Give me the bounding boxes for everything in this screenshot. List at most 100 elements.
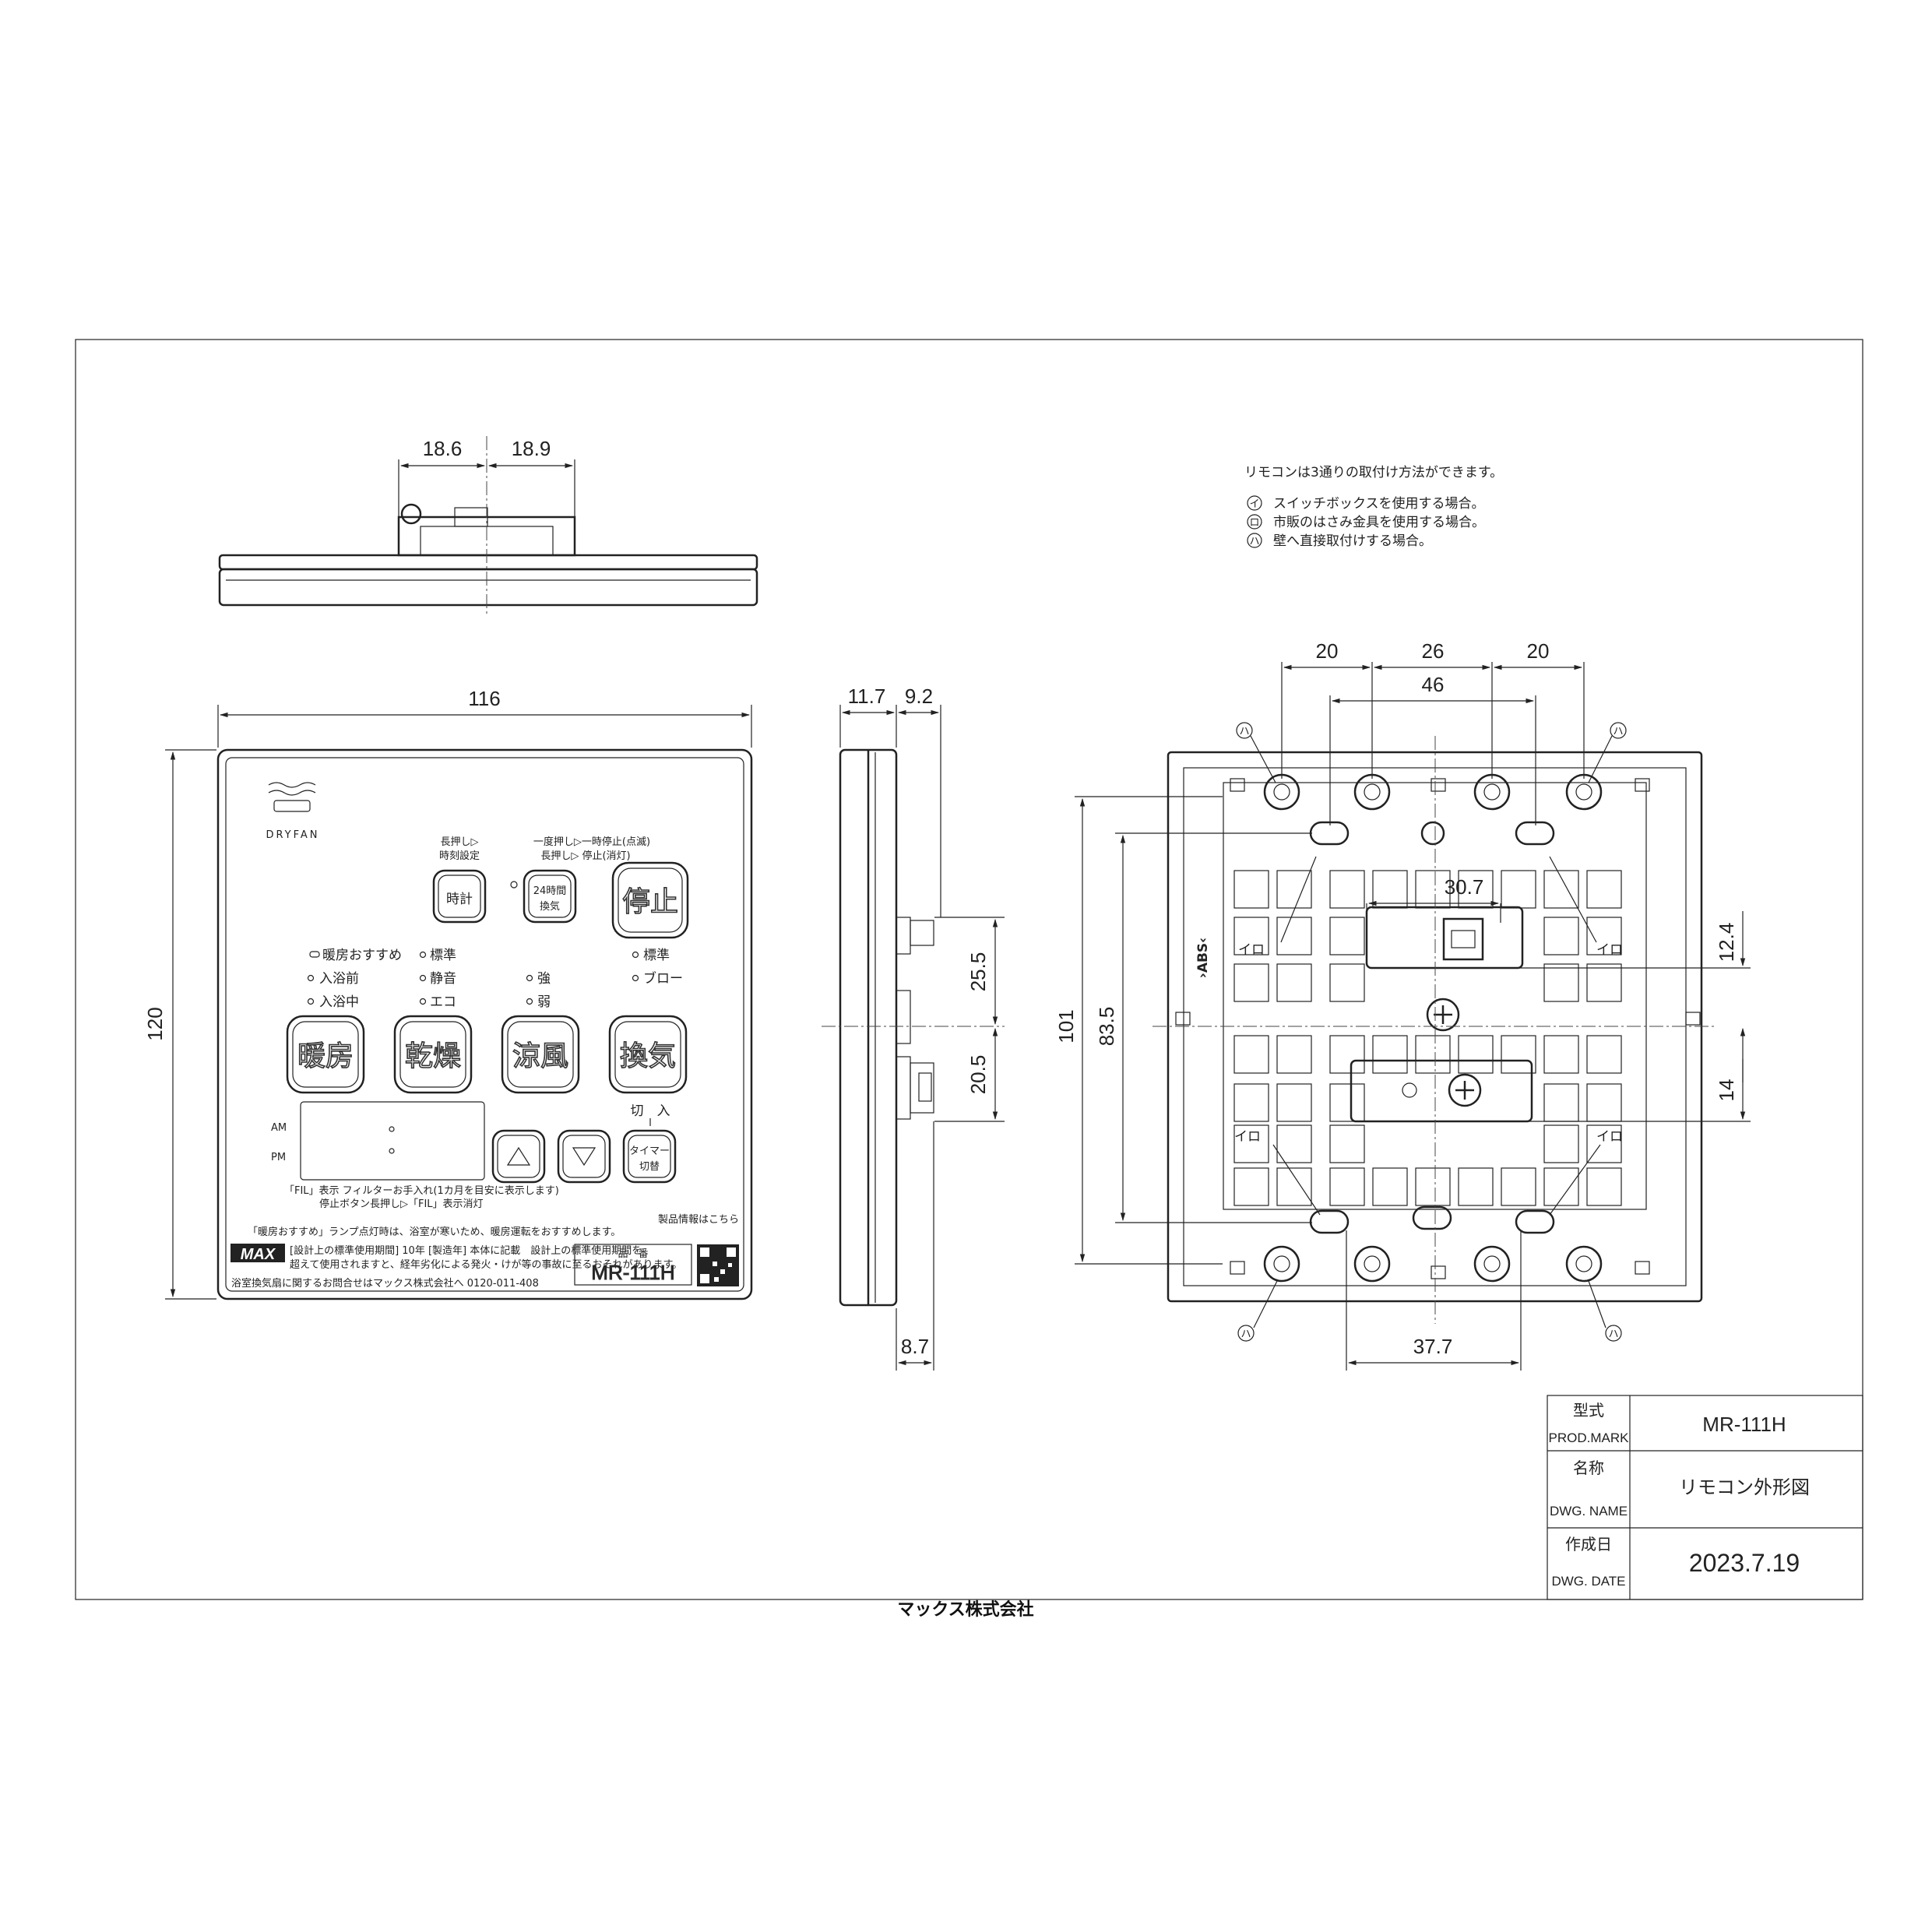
lamp-eco: エコ: [430, 994, 456, 1010]
grid-cell: [1233, 963, 1269, 1002]
lamp-blow: ブロー: [643, 970, 683, 987]
lamp-before-bath: 入浴前: [319, 971, 359, 987]
dim-back-30-7: 30.7: [1445, 875, 1484, 899]
clip-tab: [1230, 1261, 1245, 1275]
recommend-note: 「暖房おすすめ」ランプ点灯時は、浴室が寒いため、暖房運転をおすすめします。: [248, 1226, 621, 1238]
slot-top-right: [1515, 821, 1555, 846]
name-label: 名称: [1573, 1459, 1604, 1477]
dim-25-5: 25.5: [966, 952, 990, 992]
grid-cell: [1329, 1167, 1365, 1206]
mounting-hole: [1575, 1255, 1592, 1272]
grid-cell: [1329, 1035, 1365, 1074]
slot-bottom-center: [1412, 1205, 1452, 1230]
name-value: リモコン外形図: [1679, 1477, 1810, 1498]
dim-116: 116: [468, 687, 500, 710]
mounting-hole: [1565, 773, 1603, 811]
grid-cell: [1329, 1083, 1365, 1122]
lamp-labels: 暖房おすすめ 標準 入浴前 静音 強 標準 入浴中 エコ 弱 ブロー: [307, 948, 683, 1010]
name-label-en: DWG. NAME: [1550, 1504, 1628, 1519]
clip-tab: [1230, 778, 1245, 792]
label-line-3: 浴室換気扇に関するお問合せはマックス株式会社へ 0120-011-408: [231, 1277, 539, 1290]
front-view: 116 120 DRYFAN 長押し▷ 時刻設定 一度押し▷一時停止(点滅) 長…: [143, 687, 753, 1300]
grid-cell: [1501, 870, 1536, 909]
top-view: 18.6 18.9: [218, 436, 758, 615]
clip-tab: [1685, 1012, 1701, 1026]
slot-top-left: [1309, 821, 1350, 846]
vent-button[interactable]: 換気: [608, 1015, 688, 1094]
side-view: 11.7 9.2 25.5 20.5 8.7: [822, 684, 1005, 1371]
dim-back-46: 46: [1422, 673, 1445, 696]
dryfan-logo-icon: [268, 782, 316, 812]
leader-iro-3: イロ: [1234, 1129, 1261, 1145]
mounting-hole: [1273, 783, 1290, 801]
dry-button-label: 乾燥: [405, 1040, 461, 1072]
leader-labels: ハ ハ ハ ハ イロ イロ イロ イロ: [1234, 722, 1627, 1342]
date-label-en: DWG. DATE: [1551, 1574, 1625, 1589]
clock-button[interactable]: 時計: [432, 869, 487, 924]
mounting-hole: [1364, 783, 1381, 801]
product-number-box: [574, 1244, 692, 1286]
grid-cell: [1329, 917, 1365, 955]
note-mark-ha: ハ: [1249, 536, 1259, 547]
note-mark-ro: ロ: [1249, 517, 1259, 529]
grid-cell: [1276, 870, 1312, 909]
leader-iro-1: イロ: [1238, 942, 1265, 958]
dim-back-20a: 20: [1316, 639, 1339, 663]
long-press-stop-text: 長押し▷ 停止(消灯): [540, 850, 630, 862]
grid-cell: [1233, 1167, 1269, 1206]
heat-button[interactable]: 暖房: [286, 1015, 365, 1094]
grid-cell: [1458, 1167, 1494, 1206]
grid-cell: [1586, 917, 1622, 955]
grid-cell: [1276, 917, 1312, 955]
lamp-strong: 強: [537, 971, 551, 987]
up-button[interactable]: [491, 1129, 546, 1184]
mounting-hole: [1364, 1255, 1381, 1272]
clock-button-label: 時計: [446, 892, 473, 907]
clip-tab: [1431, 1265, 1446, 1279]
long-press-clock: 長押し▷: [441, 836, 479, 848]
grid-cell: [1372, 870, 1408, 909]
drawing-frame: [75, 339, 1863, 1600]
stop-button[interactable]: 停止: [611, 861, 689, 939]
grid-cell: [1586, 870, 1622, 909]
timer-switch-button[interactable]: タイマー 切替: [622, 1129, 677, 1184]
clip-tab: [1175, 1012, 1191, 1026]
down-button[interactable]: [557, 1129, 611, 1184]
lamp-weak: 弱: [537, 994, 551, 1010]
dry-button[interactable]: 乾燥: [393, 1015, 473, 1094]
max-logo: [231, 1244, 285, 1262]
grid-cell: [1329, 870, 1365, 909]
mounting-hole: [1473, 773, 1511, 811]
cool-button[interactable]: 涼風: [501, 1015, 580, 1094]
note-mark-i: イ: [1249, 498, 1259, 510]
lamp-quiet: 静音: [430, 971, 456, 987]
slot-bottom-left: [1309, 1209, 1350, 1234]
dim-11-7: 11.7: [848, 684, 886, 708]
fil-note-2: 停止ボタン長押し▷「FIL」表示消灯: [319, 1198, 484, 1210]
model-label: 型式: [1573, 1402, 1604, 1420]
down-arrow-icon: [572, 1147, 596, 1167]
leader-iro-2: イロ: [1596, 942, 1623, 958]
leader-iro-4: イロ: [1596, 1129, 1623, 1145]
leader-ha-3: ハ: [1240, 1328, 1251, 1340]
grid-cell: [1586, 1167, 1622, 1206]
time-set-text: 時刻設定: [439, 850, 480, 862]
off-on-label: 切 入: [631, 1103, 670, 1119]
grid-cell: [1233, 1035, 1269, 1074]
leader-ha-1: ハ: [1239, 726, 1249, 737]
grid-cell: [1415, 1035, 1451, 1074]
leader-ha-2: ハ: [1613, 726, 1623, 737]
grid-cell: [1543, 1083, 1579, 1122]
dim-back-12-4: 12.4: [1715, 923, 1738, 962]
grid-cell: [1276, 1083, 1312, 1122]
label-line-2: 超えて使用されますと、経年劣化による発火・けが等の事故に至るおそれがあります。: [290, 1258, 682, 1271]
grid-cell: [1372, 1035, 1408, 1074]
timer-bottom: 切替: [639, 1161, 660, 1173]
mounting-hole: [1353, 1245, 1391, 1283]
dim-back-37-7: 37.7: [1413, 1335, 1453, 1358]
ventilation-24h-button[interactable]: 24時間 換気: [523, 869, 577, 924]
fil-note-1: 「FIL」表示 フィルターお手入れ(1カ月を目安に表示します): [284, 1185, 559, 1197]
note-ro: 市販のはさみ金具を使用する場合。: [1273, 514, 1485, 530]
grid-cell: [1233, 1083, 1269, 1122]
